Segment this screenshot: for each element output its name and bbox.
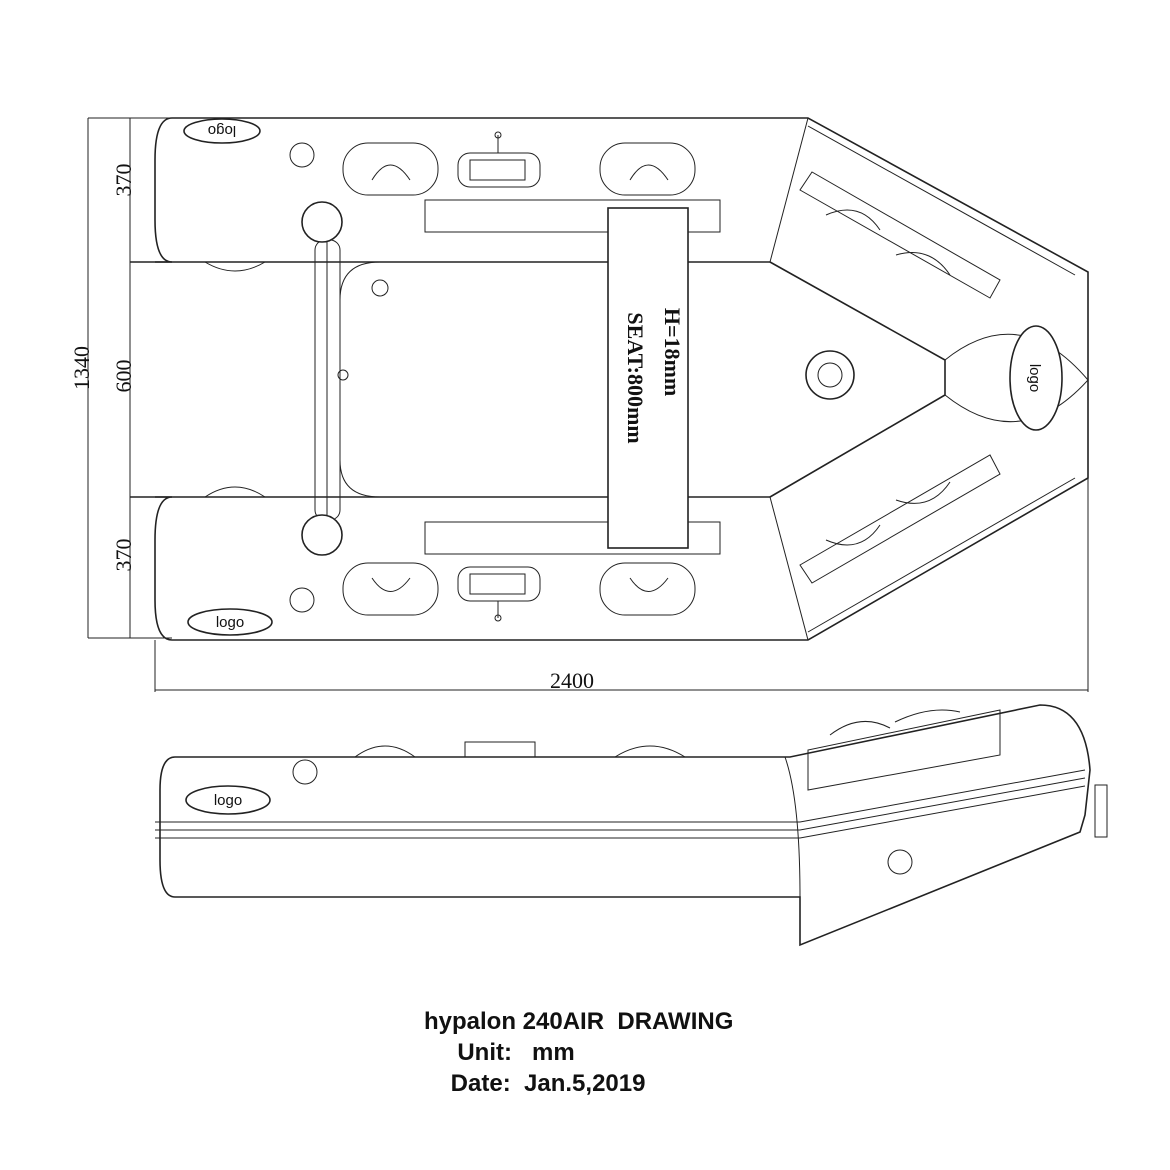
svg-text:SEAT:800mm: SEAT:800mm (623, 312, 648, 443)
top-view: logo SEAT:800mm H=18mm (69, 117, 1089, 693)
svg-text:370: 370 (111, 539, 136, 572)
svg-text:2400: 2400 (550, 668, 594, 693)
svg-text:logo: logo (208, 122, 236, 139)
unit-line: Unit: mm (457, 1039, 575, 1066)
logo-side (185, 785, 271, 815)
svg-text:H=18mm: H=18mm (660, 308, 685, 396)
side-view: logo (155, 704, 1108, 947)
logo-bow (1009, 325, 1063, 431)
svg-text:600: 600 (111, 360, 136, 393)
drawing-title: hypalon 240AIR DRAWING (424, 1008, 734, 1035)
svg-text:logo: logo (1026, 364, 1043, 392)
logo-bottom-tube (187, 608, 273, 636)
hull-outline-top (154, 117, 1089, 641)
svg-text:370: 370 (111, 164, 136, 197)
svg-text:logo: logo (214, 792, 242, 809)
seat (607, 207, 689, 549)
logo-top-tube (183, 118, 261, 144)
drawing-caption: hypalon 240AIR DRAWING Unit: mm Date: Ja… (424, 1006, 733, 1099)
svg-text:logo: logo (216, 614, 244, 631)
date-line: Date: Jan.5,2019 (450, 1070, 646, 1097)
svg-text:1340: 1340 (69, 346, 94, 390)
